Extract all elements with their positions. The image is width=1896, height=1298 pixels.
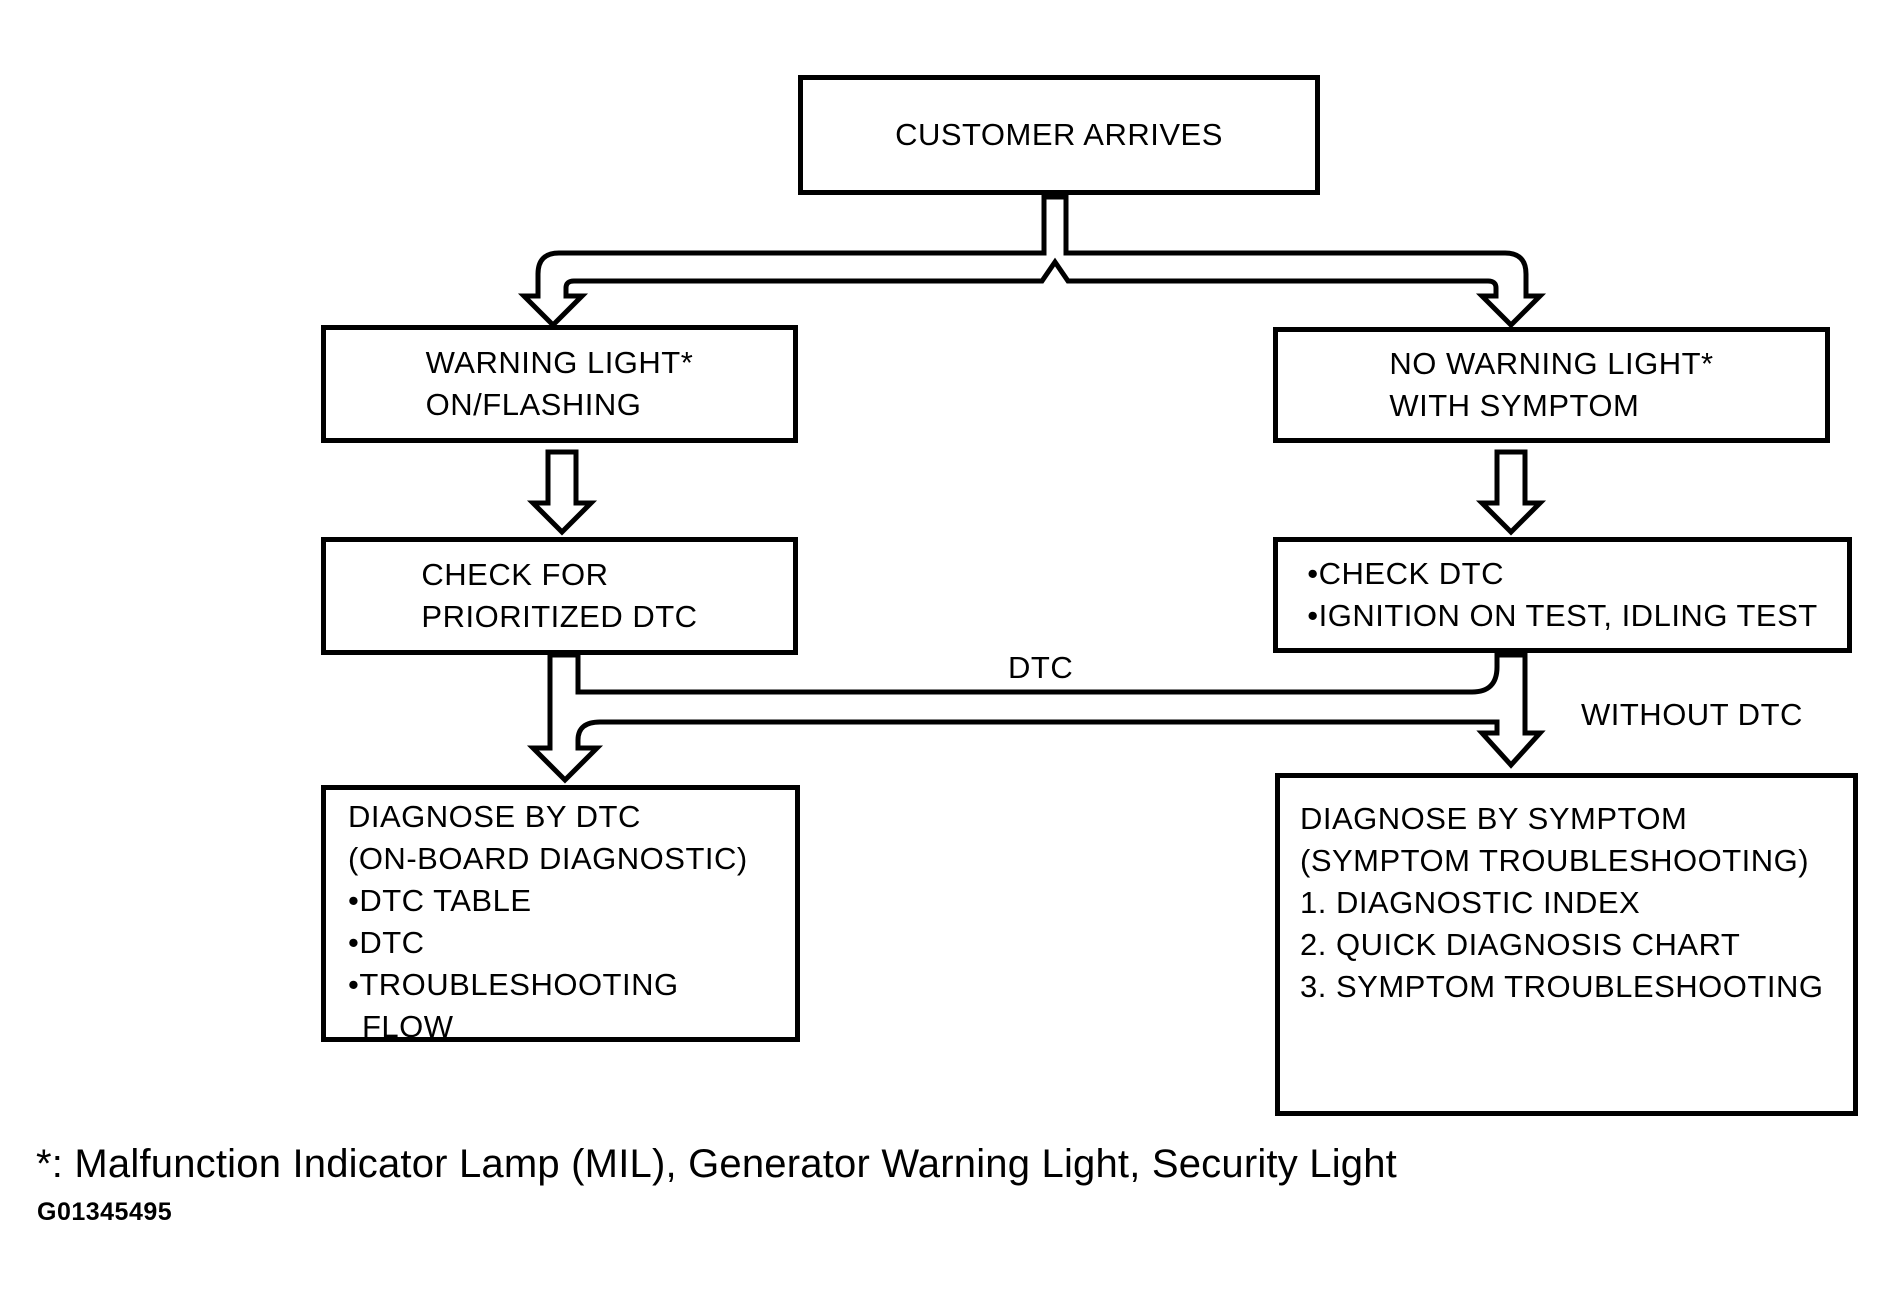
node-text-line: DIAGNOSE BY DTC (348, 799, 641, 834)
node-text-line: FLOW (362, 1009, 454, 1044)
node-check-prioritized-dtc: CHECK FOR PRIORITIZED DTC (321, 537, 798, 655)
node-text-line: 1. DIAGNOSTIC INDEX (1300, 885, 1641, 920)
node-text-line: 2. QUICK DIAGNOSIS CHART (1300, 927, 1741, 962)
node-text-line: •TROUBLESHOOTING (348, 967, 679, 1002)
node-text-line: PRIORITIZED DTC (421, 599, 698, 634)
node-text-line: •IGNITION ON TEST, IDLING TEST (1307, 598, 1818, 633)
node-no-warning-light: NO WARNING LIGHT* WITH SYMPTOM (1273, 327, 1830, 443)
split-brace-arrow (517, 194, 1547, 329)
label-without-dtc: WITHOUT DTC (1581, 697, 1803, 732)
node-check-dtc: •CHECK DTC •IGNITION ON TEST, IDLING TES… (1273, 537, 1852, 653)
arrow-dtc-crossover (526, 652, 1546, 784)
node-text-line: 3. SYMPTOM TROUBLESHOOTING (1300, 969, 1824, 1004)
node-text-line: CUSTOMER ARRIVES (895, 117, 1223, 152)
node-text-line: •DTC (348, 925, 425, 960)
arrow-warning-to-check (526, 449, 598, 536)
node-text-line: (SYMPTOM TROUBLESHOOTING) (1300, 843, 1810, 878)
node-text-line: ON/FLASHING (425, 387, 642, 422)
node-text-line: NO WARNING LIGHT* (1389, 346, 1714, 381)
arrow-nowarning-to-check (1475, 449, 1547, 536)
figure-id: G01345495 (37, 1198, 173, 1226)
label-dtc: DTC (1008, 650, 1074, 685)
node-customer-arrives: CUSTOMER ARRIVES (798, 75, 1320, 195)
node-text-line: •CHECK DTC (1307, 556, 1504, 591)
node-warning-light: WARNING LIGHT* ON/FLASHING (321, 325, 798, 443)
node-text-line: WITH SYMPTOM (1389, 388, 1640, 423)
node-text-line: DIAGNOSE BY SYMPTOM (1300, 801, 1688, 836)
node-diagnose-by-dtc: DIAGNOSE BY DTC (ON-BOARD DIAGNOSTIC) •D… (321, 785, 800, 1044)
footnote-warning-light-definition: *: Malfunction Indicator Lamp (MIL), Gen… (36, 1142, 1398, 1186)
node-text-line: •DTC TABLE (348, 883, 532, 918)
node-text-line: WARNING LIGHT* (425, 345, 694, 380)
node-diagnose-by-symptom: DIAGNOSE BY SYMPTOM (SYMPTOM TROUBLESHOO… (1275, 773, 1858, 1116)
node-text-line: (ON-BOARD DIAGNOSTIC) (348, 841, 748, 876)
node-text-line: CHECK FOR (421, 557, 609, 592)
